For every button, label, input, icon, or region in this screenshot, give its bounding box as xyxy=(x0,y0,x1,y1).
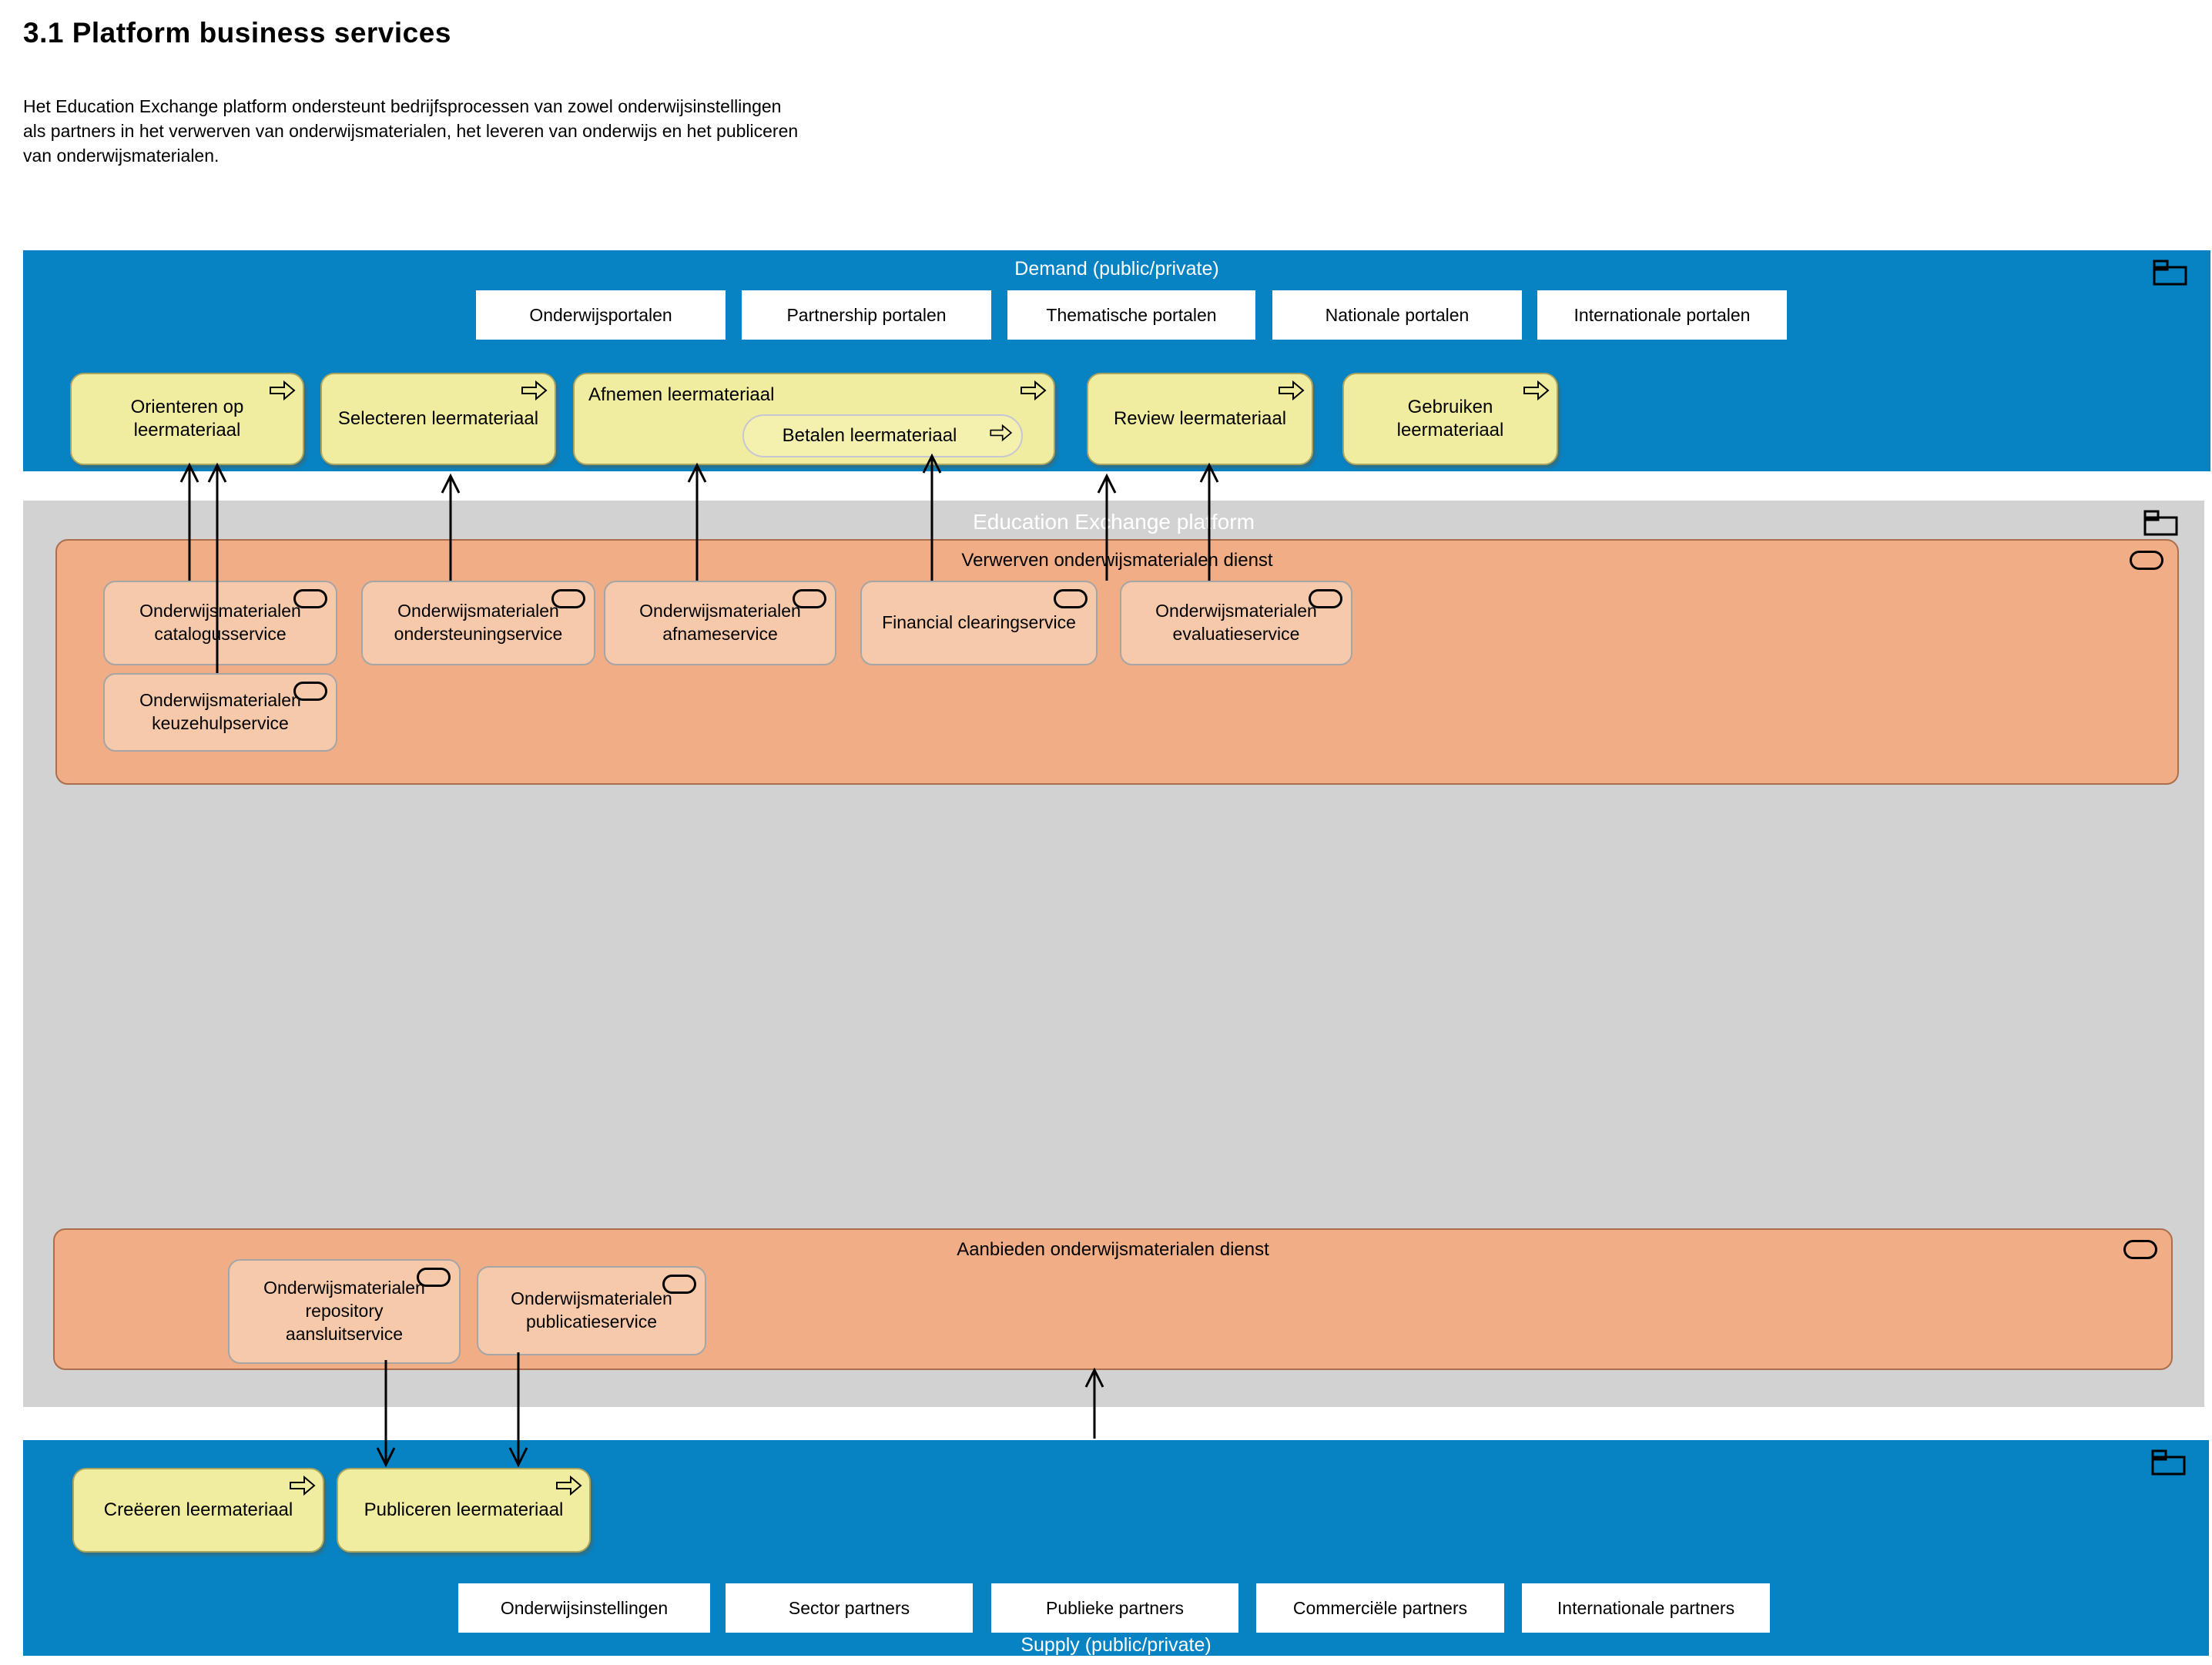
process-label: Selecteren leermateriaal xyxy=(337,408,539,429)
service-afnameservice: Onderwijsmaterialen afnameservice xyxy=(604,581,836,665)
process-afnemen-leermateriaal: Afnemen leermateriaal Betalen leermateri… xyxy=(573,373,1055,465)
process-orienteren-op-leermateriaal: Orienteren op leermateriaal xyxy=(70,373,304,465)
page-title: 3.1 Platform business services xyxy=(23,17,451,49)
process-label: Publiceren leermateriaal xyxy=(364,1499,564,1520)
process-label: Creëeren leermateriaal xyxy=(103,1499,293,1520)
service-stadium-icon xyxy=(1054,589,1088,608)
container-label: Aanbieden onderwijsmaterialen dienst xyxy=(957,1239,1269,1260)
actor-label: Sector partners xyxy=(788,1597,910,1618)
actor-label: Thematische portalen xyxy=(1046,304,1217,325)
container-verwerven-dienst: Verwerven onderwijsmaterialen dienst Ond… xyxy=(55,539,2179,785)
actor-box-onderwijsportalen: Onderwijsportalen xyxy=(476,290,726,340)
actor-label: Onderwijsinstellingen xyxy=(500,1597,669,1618)
process-review-leermateriaal: Review leermateriaal xyxy=(1087,373,1313,465)
service-stadium-icon xyxy=(662,1275,696,1294)
process-label: Betalen leermateriaal xyxy=(782,425,957,446)
folder-icon xyxy=(2143,509,2180,541)
service-ondersteuningservice: Onderwijsmaterialen ondersteuningservice xyxy=(361,581,595,665)
process-gebruiken-leermateriaal: Gebruiken leermateriaal xyxy=(1342,373,1558,465)
process-arrow-icon xyxy=(269,380,297,407)
actor-box-thematische-portalen: Thematische portalen xyxy=(1007,290,1255,340)
actor-box-partnership-portalen: Partnership portalen xyxy=(742,290,991,340)
actor-label: Internationale portalen xyxy=(1574,304,1751,325)
process-selecteren-leermateriaal: Selecteren leermateriaal xyxy=(320,373,556,465)
service-stadium-icon xyxy=(2130,551,2163,570)
container-label: Verwerven onderwijsmaterialen dienst xyxy=(961,550,1273,571)
container-aanbieden-dienst: Aanbieden onderwijsmaterialen dienst Ond… xyxy=(53,1228,2173,1370)
actor-label: Onderwijsportalen xyxy=(529,304,672,325)
actor-label: Commerciële partners xyxy=(1292,1597,1468,1618)
service-evaluatieservice: Onderwijsmaterialen evaluatieservice xyxy=(1120,581,1352,665)
service-label: Onderwijsmaterialen keuzehulpservice xyxy=(139,690,301,733)
process-publiceren-leermateriaal: Publiceren leermateriaal xyxy=(337,1468,591,1553)
service-stadium-icon xyxy=(293,682,327,701)
process-arrow-icon xyxy=(521,380,548,407)
actor-box-internationale-partners: Internationale partners xyxy=(1522,1583,1770,1633)
service-repository-aansluitservice: Onderwijsmaterialen repository aansluits… xyxy=(228,1259,461,1364)
service-label: Onderwijsmaterialen afnameservice xyxy=(639,601,801,644)
supply-band: Creëeren leermateriaal Publiceren leerma… xyxy=(23,1440,2209,1656)
process-arrow-icon xyxy=(1020,380,1047,407)
actor-box-internationale-portalen: Internationale portalen xyxy=(1537,290,1787,340)
service-stadium-icon xyxy=(2123,1240,2157,1259)
service-catalogusservice: Onderwijsmaterialen catalogusservice xyxy=(103,581,337,665)
demand-band: Demand (public/private) Onderwijsportale… xyxy=(23,250,2210,471)
service-stadium-icon xyxy=(551,589,585,608)
service-stadium-icon xyxy=(293,589,327,608)
process-arrow-icon xyxy=(555,1475,583,1503)
page-description: Het Education Exchange platform onderste… xyxy=(23,96,799,166)
service-label: Financial clearingservice xyxy=(882,612,1076,633)
process-label: Gebruiken leermateriaal xyxy=(1396,397,1504,441)
service-publicatieservice: Onderwijsmaterialen publicatieservice xyxy=(477,1266,706,1355)
actor-box-nationale-portalen: Nationale portalen xyxy=(1272,290,1522,340)
service-label: Onderwijsmaterialen evaluatieservice xyxy=(1155,601,1317,644)
folder-icon xyxy=(2152,259,2189,290)
actor-label: Publieke partners xyxy=(1046,1597,1184,1618)
service-financial-clearingservice: Financial clearingservice xyxy=(860,581,1098,665)
actor-label: Internationale partners xyxy=(1557,1597,1735,1618)
actor-label: Partnership portalen xyxy=(786,304,947,325)
process-label: Review leermateriaal xyxy=(1113,408,1287,429)
actor-box-sector-partners: Sector partners xyxy=(726,1583,973,1633)
platform-grouping: Education Exchange platform Verwerven on… xyxy=(23,501,2204,1407)
process-arrow-icon xyxy=(989,424,1014,448)
actor-box-onderwijsinstellingen: Onderwijsinstellingen xyxy=(458,1583,710,1633)
process-creeeren-leermateriaal: Creëeren leermateriaal xyxy=(72,1468,324,1553)
process-label: Afnemen leermateriaal xyxy=(588,384,775,405)
service-stadium-icon xyxy=(1309,589,1342,608)
actor-box-publieke-partners: Publieke partners xyxy=(991,1583,1238,1633)
service-label: Onderwijsmaterialen repository aansluits… xyxy=(263,1278,425,1344)
process-label: Orienteren op leermateriaal xyxy=(130,397,244,441)
service-label: Onderwijsmaterialen ondersteuningservice xyxy=(394,601,563,644)
process-arrow-icon xyxy=(1278,380,1305,407)
process-betalen-leermateriaal: Betalen leermateriaal xyxy=(742,414,1023,457)
service-label: Onderwijsmaterialen publicatieservice xyxy=(511,1288,672,1332)
actor-box-commerciele-partners: Commerciële partners xyxy=(1256,1583,1504,1633)
folder-icon xyxy=(2150,1449,2187,1480)
service-stadium-icon xyxy=(793,589,826,608)
service-stadium-icon xyxy=(417,1268,451,1287)
process-arrow-icon xyxy=(1523,380,1550,407)
process-arrow-icon xyxy=(289,1475,317,1503)
service-label: Onderwijsmaterialen catalogusservice xyxy=(139,601,301,644)
supply-band-label: Supply (public/private) xyxy=(1021,1634,1212,1656)
service-keuzehulpservice: Onderwijsmaterialen keuzehulpservice xyxy=(103,673,337,752)
demand-band-label: Demand (public/private) xyxy=(1014,258,1219,280)
platform-label: Education Exchange platform xyxy=(973,510,1255,534)
actor-label: Nationale portalen xyxy=(1325,304,1470,325)
